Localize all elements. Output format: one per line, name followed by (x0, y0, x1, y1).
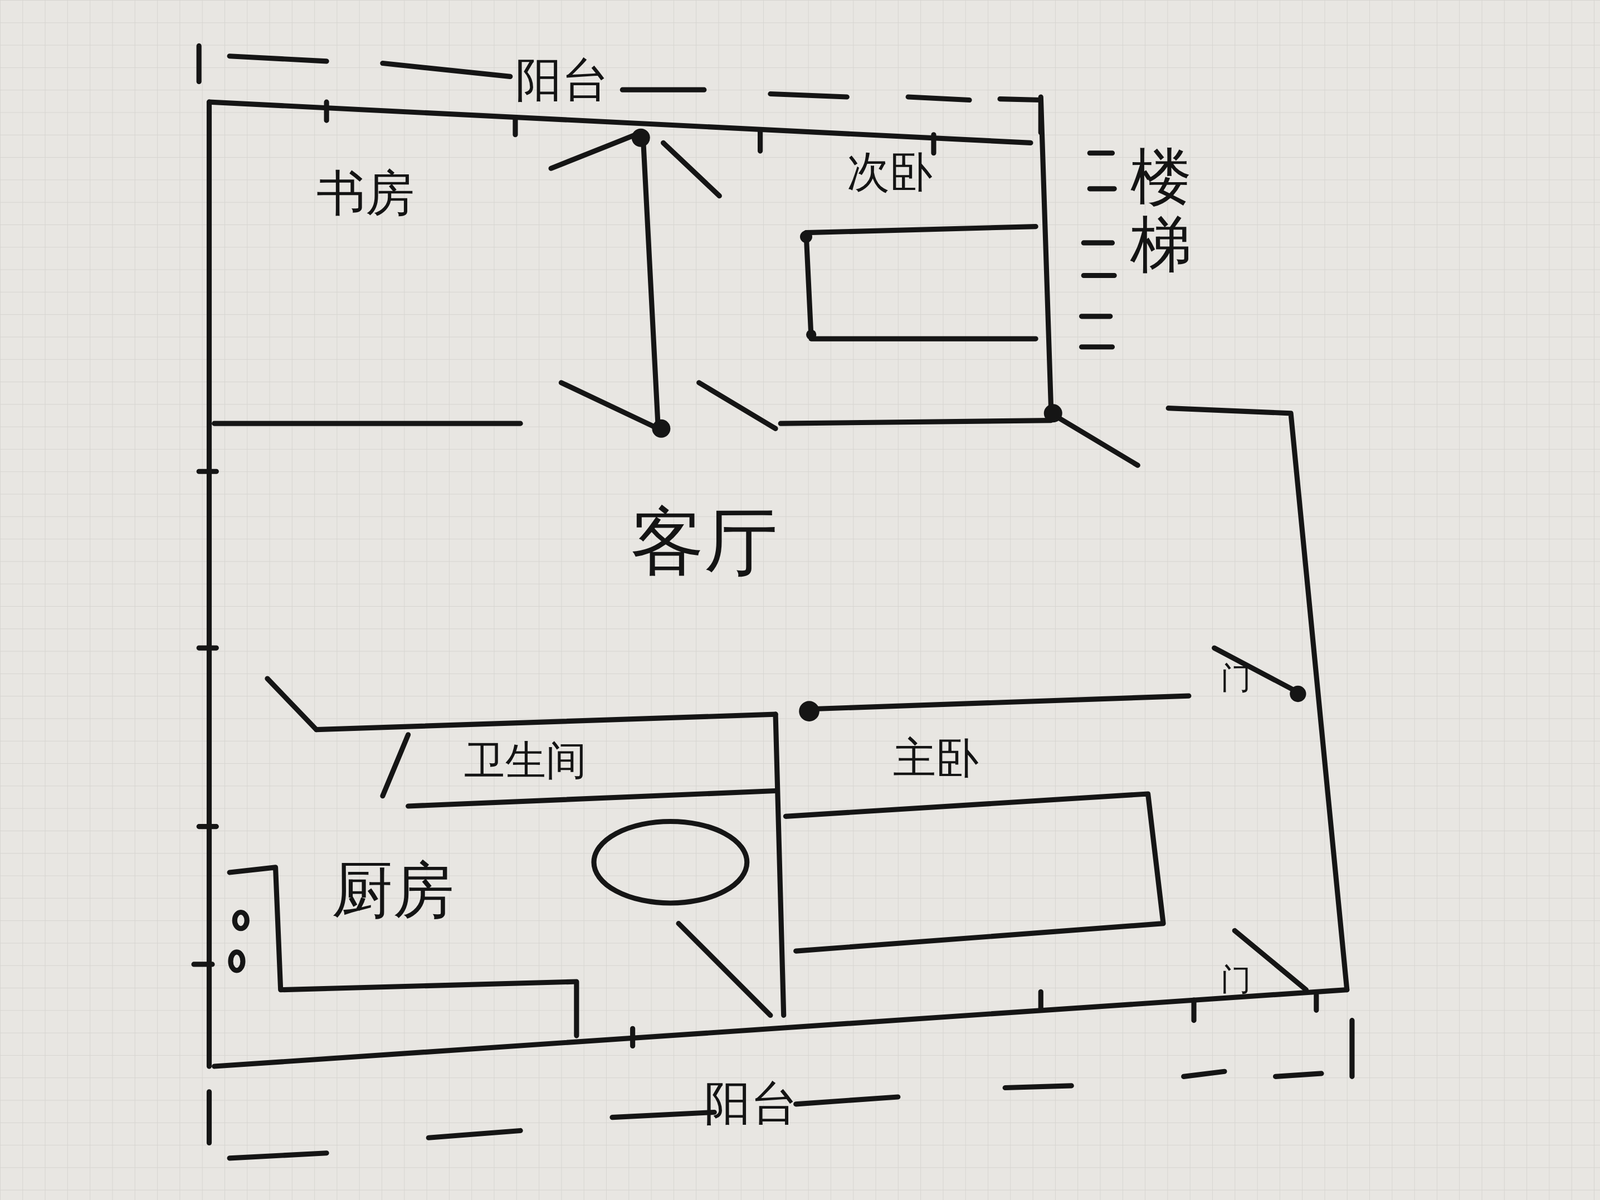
wall-joints (631, 128, 1307, 722)
room-label: 主卧 (893, 736, 979, 780)
stair-label: 楼梯 (1130, 142, 1192, 278)
room-label: 次卧 (846, 150, 933, 194)
room-label: 客厅 (630, 505, 778, 579)
door-label: 门 (1220, 663, 1252, 695)
balcony-label: 阳台 (515, 56, 610, 104)
room-label: 厨房 (331, 859, 455, 921)
room-label: 书房 (316, 168, 415, 218)
balcony-label: 阳台 (704, 1079, 799, 1127)
walls (193, 45, 1353, 1158)
door-label: 门 (1220, 964, 1252, 995)
fixtures (230, 821, 748, 970)
room-label: 卫生间 (464, 739, 587, 781)
